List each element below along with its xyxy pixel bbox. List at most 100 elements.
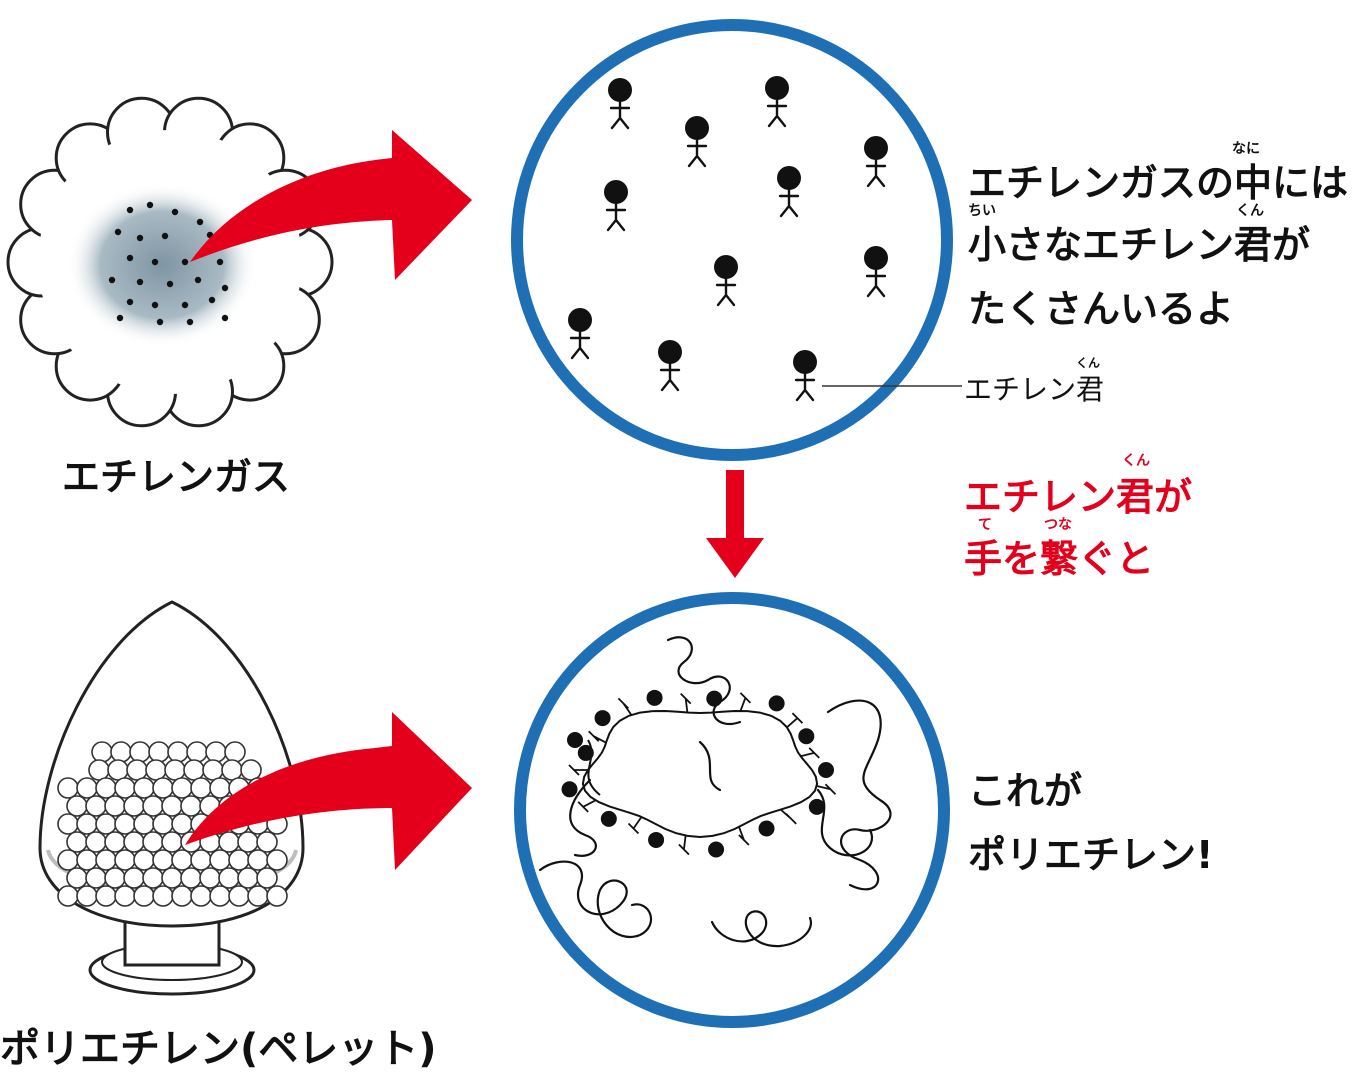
figure-body: [794, 372, 816, 402]
pellet: [107, 759, 129, 781]
gas-haze: [67, 183, 257, 347]
pellet: [171, 885, 193, 907]
gas-dot: [151, 258, 159, 266]
polymer-chain: [561, 689, 837, 858]
gas-dot: [221, 284, 229, 292]
red-curved-arrow-top: [190, 130, 472, 280]
pellet: [76, 813, 98, 835]
chain-branch: [800, 747, 820, 759]
pellet: [133, 849, 155, 871]
pellet: [91, 741, 113, 763]
pellet: [180, 795, 202, 817]
gas-dot: [136, 234, 144, 242]
ethylene-figure: [793, 350, 817, 402]
ethylene-figure: [604, 180, 628, 232]
pellet: [126, 759, 148, 781]
top-magnified-circle: [511, 19, 953, 461]
pellet: [218, 831, 240, 853]
pellet: [221, 759, 243, 781]
pellet: [85, 867, 107, 889]
pellet: [123, 795, 145, 817]
pellet: [66, 831, 88, 853]
red-curved-arrow-bottom: [185, 712, 472, 870]
pellet: [161, 831, 183, 853]
ruby-tsuna: つな: [1044, 517, 1072, 533]
pellet: [228, 849, 250, 871]
ruby-te: て: [978, 517, 992, 533]
figure-head: [777, 166, 801, 190]
figure-body: [865, 268, 887, 298]
chain-tail: [587, 739, 601, 796]
gas-dot: [126, 206, 134, 214]
red-down-arrow: [706, 470, 764, 578]
gas-dot: [156, 318, 164, 326]
pellet: [57, 813, 79, 835]
gas-dot: [196, 218, 204, 226]
ethylene-figure: [864, 136, 888, 188]
pellet: [110, 741, 132, 763]
gas-dot: [126, 298, 134, 306]
chain-bead: [818, 762, 834, 778]
pellet: [190, 777, 212, 799]
caption3-line2: ポリエチレン!: [968, 833, 1214, 877]
pellet: [88, 759, 110, 781]
figure-body: [715, 277, 737, 307]
figure-body: [569, 330, 591, 360]
pellet: [66, 867, 88, 889]
gas-dot: [161, 232, 169, 240]
caption3-line1: これが: [968, 769, 1083, 813]
caption2-line1: エチレン君が: [964, 475, 1193, 519]
ruby-kun-2: くん: [1122, 453, 1150, 469]
chain-bead: [600, 810, 617, 827]
pellet: [145, 759, 167, 781]
gas-dot: [126, 254, 134, 262]
caption1-line1: エチレンガスの中には: [968, 161, 1349, 205]
gas-cloud: [6, 96, 334, 428]
chain-branch: [816, 783, 837, 795]
pellet: [171, 813, 193, 835]
pellet: [57, 849, 79, 871]
polymer-strands: [538, 636, 892, 948]
ethylene-figures: [568, 76, 888, 402]
figure-body: [659, 362, 681, 392]
pellet: [66, 795, 88, 817]
figure-body: [609, 100, 631, 130]
pellet: [224, 741, 246, 763]
chain-branch: [627, 816, 643, 835]
pellet: [133, 777, 155, 799]
gas-dot: [194, 276, 202, 284]
chain-branch: [786, 712, 804, 729]
chain-bead: [648, 831, 665, 848]
chain-bead: [798, 728, 815, 745]
pellet: [152, 777, 174, 799]
figure-head: [793, 350, 817, 374]
caption1-line3: たくさんいるよ: [968, 287, 1235, 331]
ethylene-figure: [658, 340, 682, 392]
pellet: [95, 813, 117, 835]
pellet: [218, 867, 240, 889]
pellet: [247, 885, 269, 907]
chain-branch: [738, 826, 750, 846]
chain-branch: [678, 835, 690, 856]
chain-bead: [594, 710, 611, 727]
ethylene-figure: [685, 116, 709, 168]
ethylene-figure: [765, 76, 789, 128]
pellet: [76, 849, 98, 871]
pellet: [114, 849, 136, 871]
chain-branch: [739, 692, 752, 712]
polyethylene-pellet-label: ポリエチレン(ペレット): [0, 1026, 437, 1072]
callout-label: エチレン君: [964, 373, 1105, 406]
caption2-line2: 手を繋ぐと: [964, 537, 1155, 581]
figure-head: [864, 246, 888, 270]
chain-bead: [561, 781, 578, 798]
gas-dot: [181, 258, 189, 266]
pellet: [114, 813, 136, 835]
pellet: [142, 831, 164, 853]
pellet: [104, 831, 126, 853]
bottom-magnified-circle: [514, 592, 950, 1028]
figure-head: [864, 136, 888, 160]
pellet: [95, 849, 117, 871]
chain-bead: [567, 732, 583, 748]
ethylene-figure: [568, 308, 592, 360]
